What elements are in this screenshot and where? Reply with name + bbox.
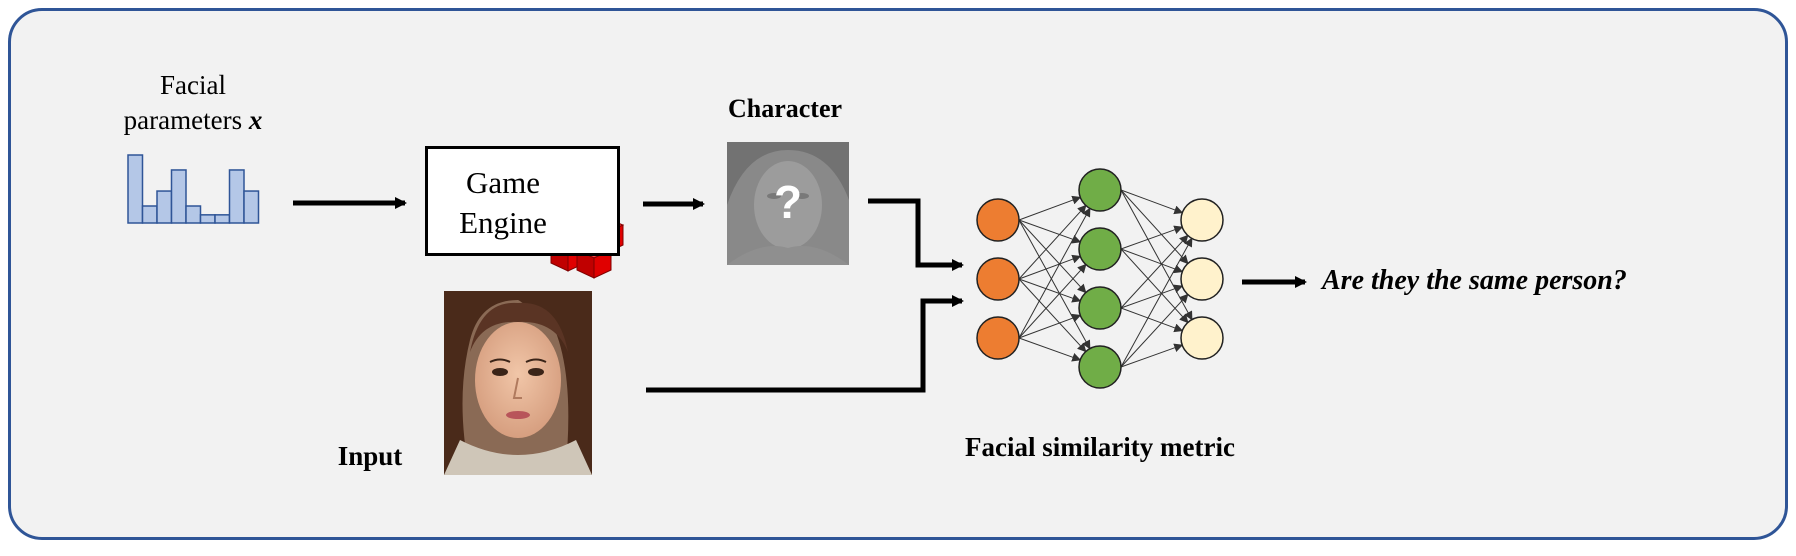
input-label: Input xyxy=(337,441,403,471)
arrow-character-to-network xyxy=(868,198,964,271)
network-edge xyxy=(1018,219,1091,350)
game-engine-label-line1: Game xyxy=(465,165,541,200)
network-edge xyxy=(1018,195,1082,221)
network-edge xyxy=(1120,225,1184,250)
diagram-frame xyxy=(8,8,1788,540)
network-edge xyxy=(1018,219,1082,244)
facial-similarity-metric-label: Facial similarity metric xyxy=(965,432,1235,462)
network-edge xyxy=(1120,343,1184,368)
histogram-bar xyxy=(199,214,216,224)
network-node xyxy=(1078,345,1122,389)
histogram-bar xyxy=(185,205,202,224)
arrow-input-to-network xyxy=(646,295,964,393)
network-node xyxy=(1078,168,1122,212)
network-node xyxy=(976,257,1020,301)
network-node xyxy=(1180,316,1224,360)
character-label: Character xyxy=(727,94,843,123)
network-node xyxy=(1078,227,1122,271)
network-edge xyxy=(1018,204,1087,280)
network-edge xyxy=(1018,337,1082,362)
network-edge xyxy=(1120,237,1193,368)
network-edge xyxy=(1120,189,1189,265)
network-node xyxy=(976,316,1020,360)
same-person-question: Are they the same person? xyxy=(1322,265,1627,296)
input-face-photo xyxy=(444,291,592,475)
facial-parameters-label: Facial parameters x xyxy=(108,68,278,138)
network-edge xyxy=(1120,234,1189,309)
network-edge xyxy=(1120,248,1189,324)
network-edges xyxy=(1018,189,1193,368)
facial-parameters-label-line1: Facial xyxy=(160,70,226,100)
network-edge xyxy=(1018,278,1087,353)
facial-parameters-word: parameters xyxy=(123,105,243,135)
network-edge xyxy=(1120,189,1184,215)
game-engine-label: Game Engine xyxy=(448,163,558,243)
question-mark: ? xyxy=(774,176,802,228)
network-node xyxy=(1180,257,1224,301)
histogram-bar xyxy=(243,190,260,224)
blurred-character-face-image xyxy=(727,142,849,265)
network-edge xyxy=(1120,284,1184,309)
network-node xyxy=(1180,198,1224,242)
network-edge xyxy=(1120,248,1184,274)
parameter-variable: x xyxy=(248,105,263,135)
network-edge xyxy=(1120,293,1189,368)
network-edge xyxy=(1018,313,1082,339)
network-edge xyxy=(1018,278,1082,303)
histogram-bar xyxy=(170,169,187,224)
histogram-bar xyxy=(214,214,231,224)
network-edge xyxy=(1018,219,1087,294)
network-edge xyxy=(1018,254,1082,280)
game-engine-label-line2: Engine xyxy=(459,205,547,240)
network-node xyxy=(1078,286,1122,330)
histogram-bar xyxy=(156,190,173,224)
histogram-bar xyxy=(228,169,245,224)
network-node xyxy=(976,198,1020,242)
facial-parameters-label-line2: parameters x xyxy=(108,103,278,138)
parameter-histogram xyxy=(127,154,260,224)
histogram-bar xyxy=(141,205,158,224)
network-edge xyxy=(1120,307,1184,333)
network-edge xyxy=(1018,207,1091,339)
network-nodes xyxy=(976,168,1224,389)
network-edge xyxy=(1120,189,1193,321)
histogram-bar xyxy=(127,154,144,224)
network-edge xyxy=(1018,263,1087,339)
game-engine-box: Game Engine xyxy=(425,146,620,256)
